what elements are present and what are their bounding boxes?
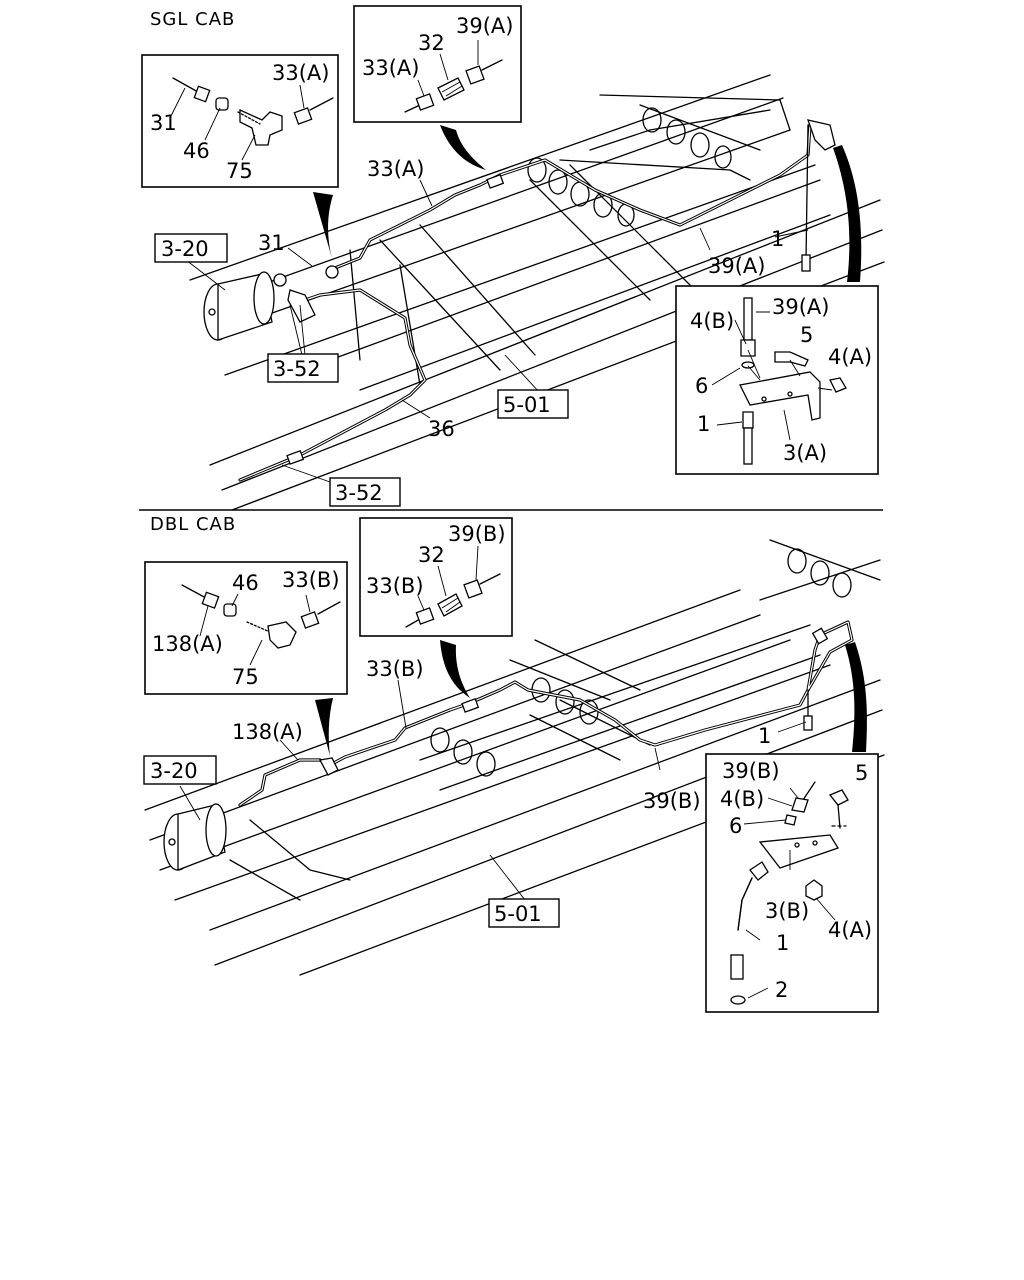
- sgl-inset-left: 31 46 75 33(A): [141, 54, 339, 188]
- inset-label-4b: 4(B): [720, 787, 764, 811]
- ref-3-52-top: 3-52: [267, 353, 339, 383]
- dbl-brake-chamber: [163, 803, 227, 871]
- dbl-brake-pipe: [238, 620, 854, 807]
- dbl-inset-left: 46 33(B) 138(A) 75: [144, 561, 348, 695]
- inset-label-39b: 39(B): [448, 522, 506, 546]
- inset-label-138a: 138(A): [152, 632, 223, 656]
- callout-1: 1: [758, 724, 771, 748]
- inset-label-32: 32: [418, 543, 445, 567]
- sgl-brake-chamber: [203, 271, 275, 341]
- sgl-pointer-left: [313, 192, 333, 262]
- ref-3-20-top: 3-20: [154, 233, 228, 263]
- ref-5-01-dbl: 5-01: [488, 898, 560, 928]
- inset-label-6: 6: [695, 374, 708, 398]
- ref-3-20-dbl: 3-20: [143, 755, 217, 785]
- svg-text:3-20: 3-20: [150, 759, 198, 783]
- dbl-chassis-frame: [144, 539, 885, 976]
- dbl-inset-right: 39(B) 5 4(B) 6 3(B) 4(A) 1 2: [705, 753, 879, 1013]
- inset-label-33b: 33(B): [282, 568, 340, 592]
- svg-text:5-01: 5-01: [494, 902, 542, 926]
- inset-label-5: 5: [800, 323, 813, 347]
- svg-text:5-01: 5-01: [503, 393, 551, 417]
- inset-label-1: 1: [776, 931, 789, 955]
- callout-39b: 39(B): [643, 789, 701, 813]
- inset-label-33a: 33(A): [362, 56, 419, 80]
- dbl-pointer-top: [440, 640, 470, 698]
- inset-label-1: 1: [697, 412, 710, 436]
- inset-label-75: 75: [226, 159, 253, 183]
- sgl-pointer-top: [440, 125, 486, 170]
- inset-label-33a: 33(A): [272, 61, 329, 85]
- ref-3-52-bottom: 3-52: [329, 477, 401, 507]
- svg-text:3-52: 3-52: [273, 357, 321, 381]
- inset-label-6: 6: [729, 814, 742, 838]
- dbl-pointer-left: [315, 698, 333, 756]
- callout-1: 1: [771, 227, 784, 251]
- sgl-brake-pipe: [238, 119, 836, 482]
- callout-39a: 39(A): [708, 254, 765, 278]
- svg-text:3-20: 3-20: [161, 237, 209, 261]
- inset-label-46: 46: [183, 139, 210, 163]
- sgl-pointer-right: [833, 145, 862, 282]
- inset-label-39a: 39(A): [772, 295, 829, 319]
- inset-label-3b: 3(B): [765, 899, 809, 923]
- inset-label-3a: 3(A): [783, 441, 827, 465]
- inset-label-32: 32: [418, 31, 445, 55]
- dbl-cab-section: DBL CAB: [143, 514, 885, 1013]
- section-header-sgl-cab: SGL CAB: [150, 9, 235, 30]
- inset-label-4a: 4(A): [828, 345, 872, 369]
- sgl-inset-top: 33(A) 32 39(A): [353, 5, 522, 123]
- dbl-inset-top: 33(B) 32 39(B): [359, 517, 513, 637]
- callout-36: 36: [428, 417, 455, 441]
- callout-138a: 138(A): [232, 720, 303, 744]
- inset-label-39a: 39(A): [456, 14, 513, 38]
- inset-label-2: 2: [775, 978, 788, 1002]
- ref-5-01-top: 5-01: [497, 389, 569, 419]
- callout-33a: 33(A): [367, 157, 424, 181]
- inset-label-5: 5: [855, 761, 868, 785]
- section-header-dbl-cab: DBL CAB: [150, 514, 236, 535]
- sgl-inset-right: 39(A) 4(B) 5 4(A) 6 1 3(A): [675, 285, 879, 475]
- svg-text:3-52: 3-52: [335, 481, 383, 505]
- inset-label-4b: 4(B): [690, 309, 734, 333]
- inset-label-31: 31: [150, 111, 177, 135]
- inset-label-75: 75: [232, 665, 259, 689]
- dbl-pointer-right: [845, 642, 867, 752]
- inset-label-33b: 33(B): [366, 574, 424, 598]
- inset-label-46: 46: [232, 571, 259, 595]
- sgl-cab-section: SGL CAB: [141, 5, 885, 511]
- callout-33b: 33(B): [366, 657, 424, 681]
- inset-label-4a: 4(A): [828, 918, 872, 942]
- callout-31: 31: [258, 231, 285, 255]
- inset-label-39b: 39(B): [722, 759, 780, 783]
